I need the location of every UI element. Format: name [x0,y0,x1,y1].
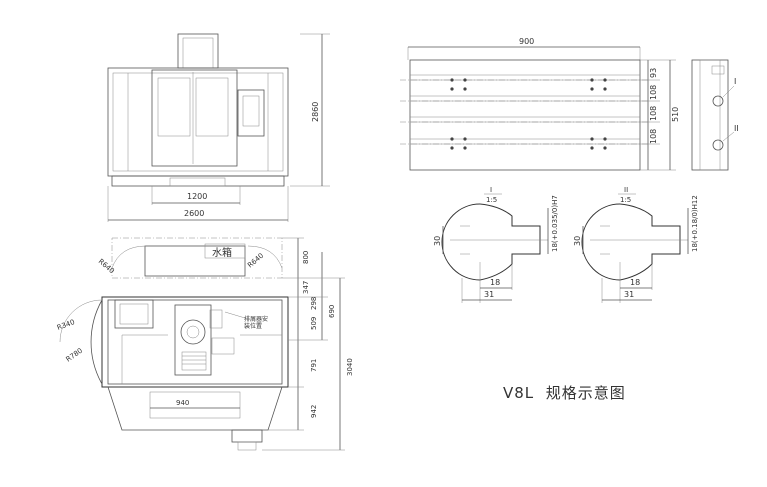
row-dim-3: 108 [649,129,658,144]
radius-right-label: R640 [246,252,265,270]
slot-detail-i: I 1:5 30 18(+0.035/0)H7 18 31 [433,186,559,303]
row-dim-0: 93 [649,68,658,78]
table-width-dim: 900 [519,37,534,46]
chip-label-line2: 装位置 [244,322,262,330]
row-dim-1: 108 [649,85,658,100]
right-dim-0: 800 [302,251,310,264]
detail-i-scale: 1:5 [486,196,497,204]
right-dim-5: 791 [310,359,318,372]
right-dim-4: 690 [328,305,336,318]
detail-i-title: I [490,186,492,194]
row-dim-2: 108 [649,106,658,121]
bottom-width-dim: 940 [176,399,189,407]
diagram-caption: V8L 规格示意图 [503,384,626,402]
water-tank-label: 水箱 [212,246,232,259]
detail-ii-title: II [624,186,628,194]
front-view: 2860 1200 2600 [107,33,330,222]
front-height-dim: 2860 [311,102,320,122]
right-dim-6: 3040 [346,358,354,376]
detail-i-bottom-dim-2: 31 [484,290,494,299]
detail-ii-marker: II [734,124,739,133]
front-inner-width-dim: 1200 [187,192,207,201]
detail-ii-bottom-dim-1: 18 [630,278,640,287]
table-view: 900 93 108 [400,37,739,171]
detail-i-height-dim: 30 [433,236,442,246]
detail-i-slot-dim: 18(+0.035/0)H7 [551,195,559,252]
plan-view: 水箱 R640 R640 排屑器安 装位置 R340 R780 [56,237,354,451]
right-dim-7: 942 [310,405,318,418]
radius-left-label: R640 [97,257,116,275]
right-dim-3: 509 [310,317,318,330]
detail-i-bottom-dim-1: 18 [490,278,500,287]
slot-detail-ii: II 1:5 30 18(+0.18/0)H12 18 31 [573,186,699,303]
detail-ii-height-dim: 30 [573,236,582,246]
detail-ii-bottom-dim-2: 31 [624,290,634,299]
right-dim-1: 347 [302,281,310,294]
detail-ii-slot-dim: 18(+0.18/0)H12 [691,195,699,252]
radius-door-bottom-label: R780 [65,347,85,364]
table-depth-dim: 510 [671,107,680,122]
detail-ii-scale: 1:5 [620,196,631,204]
right-dim-2: 298 [310,297,318,310]
front-overall-width-dim: 2600 [184,209,204,218]
detail-i-marker: I [734,77,736,86]
radius-door-left-label: R340 [56,318,76,332]
chip-label-line1: 排屑器安 [244,315,268,323]
